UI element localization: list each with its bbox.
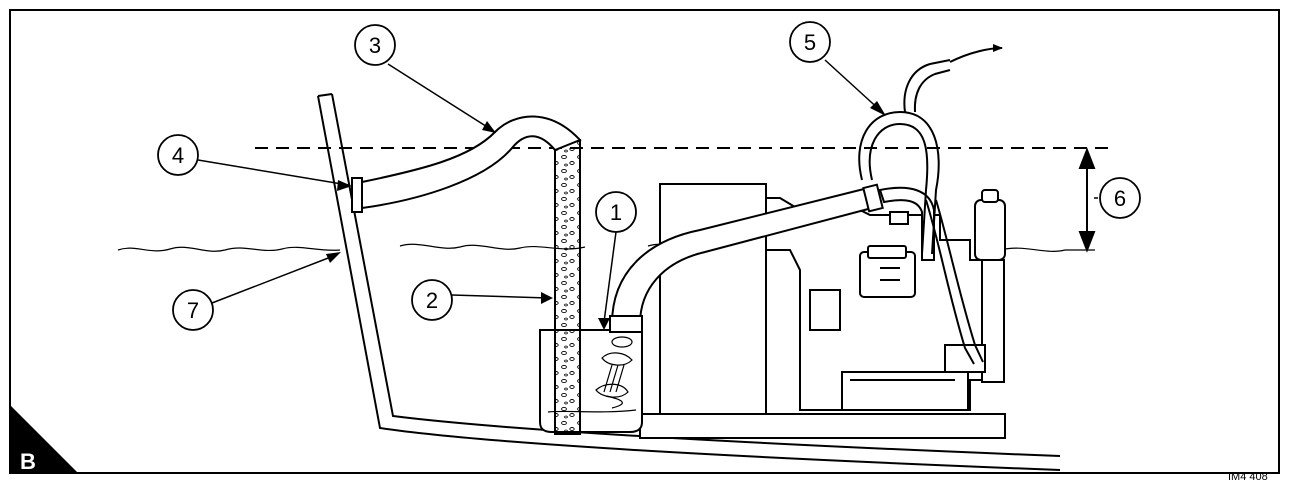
callout-1-label: 1 [610,200,622,225]
water-spray [595,336,633,409]
callout-5-label: 5 [804,30,816,55]
leader-4 [197,159,349,186]
callout-6: 6 [1099,177,1141,219]
vent-arrow [949,44,1003,63]
callout-6-label: 6 [1114,186,1126,211]
vent-return-hose [925,199,984,365]
callout-2: 2 [411,279,453,321]
exhaust-elbow [878,186,935,261]
exhaust-riser-column [554,139,581,435]
panel-label: B [20,449,36,474]
leader-7 [211,254,337,304]
leader-arrowheads [326,101,886,330]
leader-2 [451,294,549,299]
exhaust-hose-transom [361,115,582,210]
anti-siphon-loop [858,59,951,255]
callout-3-label: 3 [369,33,381,58]
callout-4: 4 [157,134,199,176]
leader-3 [387,63,493,131]
leader-5 [824,59,883,113]
panel-badge [10,405,78,473]
callout-1: 1 [595,191,637,233]
through-hull-fitting [351,177,363,213]
callout-3: 3 [354,24,396,66]
callout-7-label: 7 [187,298,199,323]
height-dimension-arrow [1078,147,1096,253]
leader-1 [603,231,617,323]
figure-id: IM4 408 [1228,471,1268,483]
waterline [117,243,1095,252]
callout-2-label: 2 [426,288,438,313]
callout-4-label: 4 [172,143,184,168]
callout-7: 7 [172,289,214,331]
callout-5: 5 [789,21,831,63]
figure-frame [9,9,1280,474]
engine [639,183,1006,439]
hose-clamp [862,183,884,213]
leader-lines [197,59,1098,323]
